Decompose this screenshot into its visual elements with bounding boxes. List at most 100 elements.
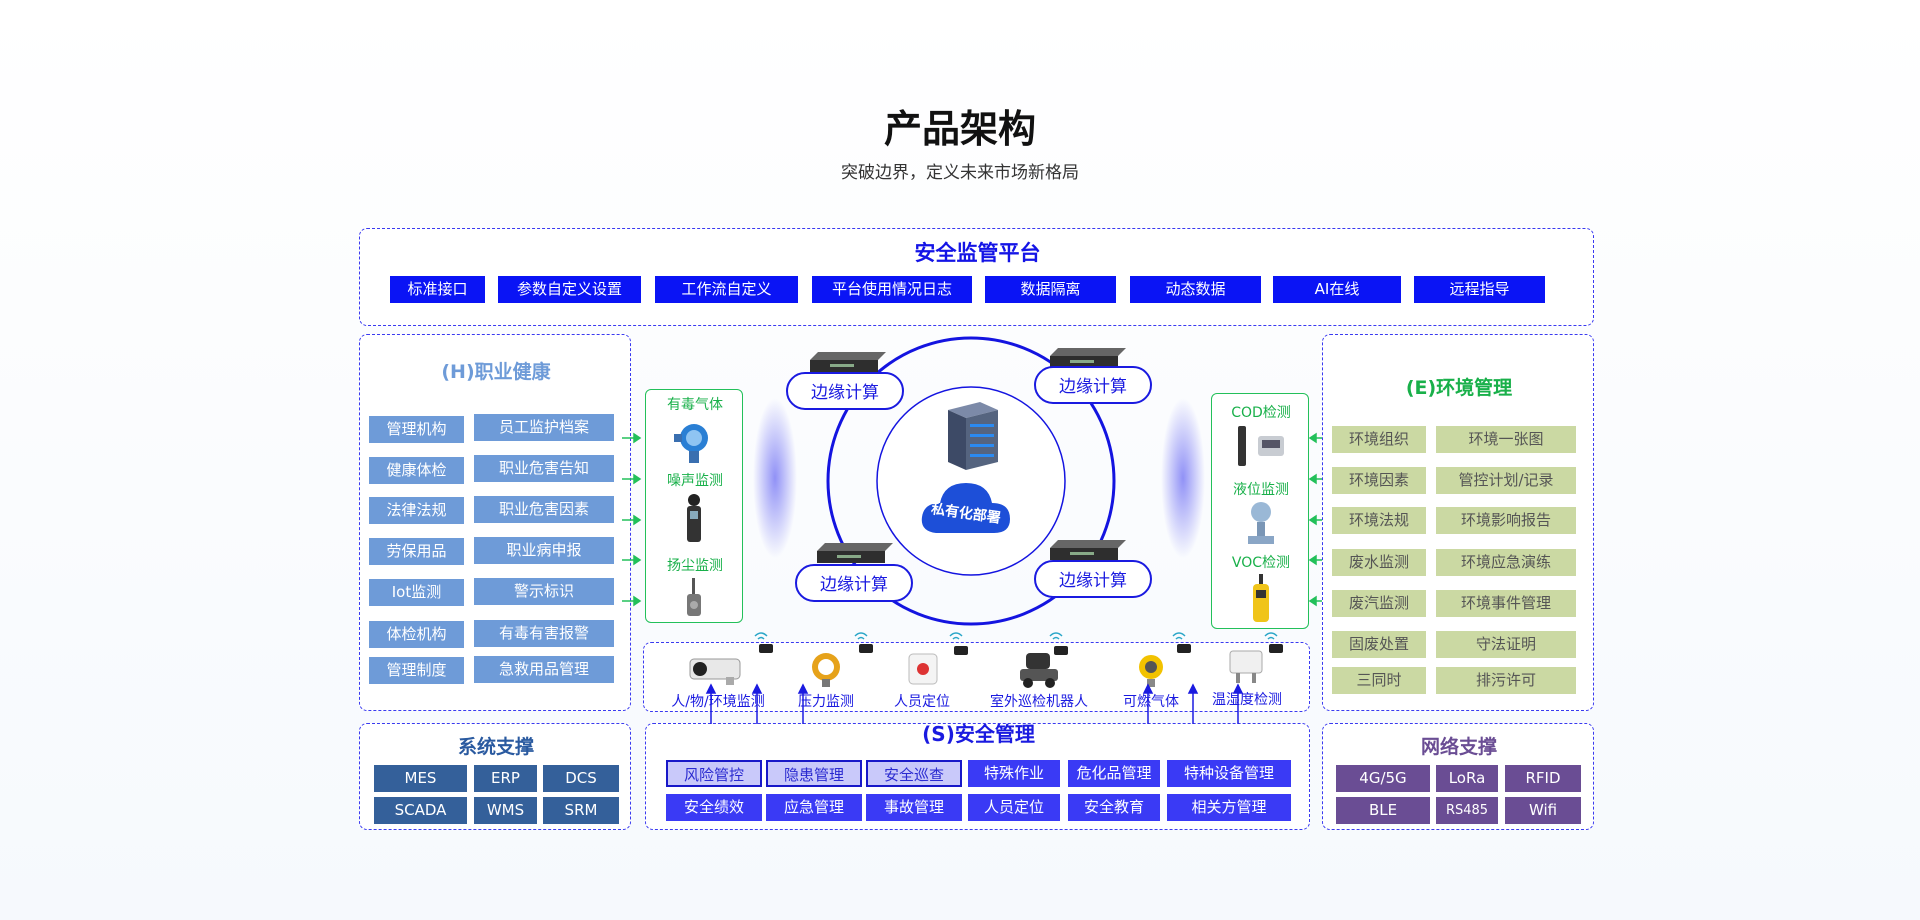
env-right-0[interactable]: 环境一张图	[1436, 426, 1576, 453]
sensor-label-level: 液位监测	[1233, 482, 1289, 498]
env-title: (E)环境管理	[1405, 377, 1513, 399]
env-right-5[interactable]: 守法证明	[1436, 631, 1576, 658]
edge-compute-label-4: 边缘计算	[1034, 560, 1152, 598]
health-right-1[interactable]: 职业危害告知	[474, 455, 614, 482]
health-right-4[interactable]: 警示标识	[474, 578, 614, 605]
network-item-lora[interactable]: LoRa	[1436, 765, 1498, 792]
env-left-6[interactable]: 三同时	[1332, 667, 1426, 694]
network-item-wifi[interactable]: Wifi	[1505, 797, 1581, 824]
health-right-0[interactable]: 员工监护档案	[474, 414, 614, 441]
platform-item-1[interactable]: 参数自定义设置	[498, 276, 641, 303]
sensor-label-noise: 噪声监测	[667, 473, 723, 489]
cloud-icon	[921, 483, 1010, 533]
robot-icon	[1020, 653, 1058, 688]
health-left-0[interactable]: 管理机构	[369, 416, 464, 443]
health-left-1[interactable]: 健康体检	[369, 457, 464, 484]
env-right-6[interactable]: 排污许可	[1436, 667, 1576, 694]
env-panel: (E)环境管理 环境组织 环境因素 环境法规 废水监测 废汽监测 固废处置 三同…	[1322, 334, 1594, 711]
wifi-sensor-icons	[754, 632, 1283, 655]
safety-row2-1[interactable]: 应急管理	[766, 794, 862, 821]
platform-item-6[interactable]: AI在线	[1273, 276, 1401, 303]
safety-row2-4[interactable]: 安全教育	[1068, 794, 1160, 821]
noise-meter-icon	[687, 494, 701, 542]
health-left-3[interactable]: 劳保用品	[369, 538, 464, 565]
system-item-dcs[interactable]: DCS	[543, 765, 619, 792]
env-left-1[interactable]: 环境因素	[1332, 467, 1426, 494]
system-title: 系统支撑	[457, 736, 534, 758]
env-left-5[interactable]: 固废处置	[1332, 631, 1426, 658]
device-strip: 人/物/环境监测 压力监测 人员定位 室外巡检机器人 可燃气体 温湿度检测	[643, 642, 1310, 712]
safety-row1-0[interactable]: 风险管控	[666, 760, 762, 787]
env-left-0[interactable]: 环境组织	[1332, 426, 1426, 453]
env-left-4[interactable]: 废汽监测	[1332, 590, 1426, 617]
platform-item-0[interactable]: 标准接口	[390, 276, 485, 303]
health-left-6[interactable]: 管理制度	[369, 657, 464, 684]
safety-row1-5[interactable]: 特种设备管理	[1167, 760, 1291, 787]
safety-row1-3[interactable]: 特殊作业	[968, 760, 1060, 787]
server-icon	[948, 402, 998, 470]
page-subtitle: 突破边界，定义未来市场新格局	[841, 163, 1079, 183]
network-item-rs485[interactable]: RS485	[1436, 797, 1498, 824]
health-left-5[interactable]: 体检机构	[369, 621, 464, 648]
edge-compute-label-2: 边缘计算	[1034, 366, 1152, 404]
safety-row2-3[interactable]: 人员定位	[968, 794, 1060, 821]
device-label-flammable-gas: 可燃气体	[1123, 694, 1179, 710]
platform-item-2[interactable]: 工作流自定义	[655, 276, 798, 303]
system-panel: 系统支撑 MES ERP DCS SCADA WMS SRM	[359, 723, 631, 830]
network-title: 网络支撑	[1420, 736, 1497, 758]
system-item-erp[interactable]: ERP	[474, 765, 537, 792]
center-diagram	[753, 336, 1205, 626]
health-panel: (H)职业健康 管理机构 健康体检 法律法规 劳保用品 Iot监测 体检机构 管…	[359, 334, 631, 711]
safety-row2-0[interactable]: 安全绩效	[666, 794, 762, 821]
sensor-panel-right: COD检测 液位监测 VOC检测	[1211, 393, 1309, 629]
camera-icon	[689, 658, 741, 685]
env-right-2[interactable]: 环境影响报告	[1436, 507, 1576, 534]
platform-item-3[interactable]: 平台使用情况日志	[812, 276, 972, 303]
platform-item-4[interactable]: 数据隔离	[985, 276, 1116, 303]
health-arrows	[622, 432, 642, 607]
safety-row1-1[interactable]: 隐患管理	[766, 760, 862, 787]
system-item-wms[interactable]: WMS	[474, 797, 537, 824]
env-right-3[interactable]: 环境应急演练	[1436, 549, 1576, 576]
device-label-pressure: 压力监测	[798, 694, 854, 710]
system-item-srm[interactable]: SRM	[543, 797, 619, 824]
health-right-5[interactable]: 有毒有害报警	[474, 620, 614, 647]
sensor-label-dust: 扬尘监测	[667, 558, 723, 574]
safety-up-arrows	[705, 683, 1244, 724]
env-left-2[interactable]: 环境法规	[1332, 507, 1426, 534]
env-right-4[interactable]: 环境事件管理	[1436, 590, 1576, 617]
sensor-panel-left: 有毒气体 噪声监测 扬尘监测	[645, 389, 743, 623]
health-right-2[interactable]: 职业危害因素	[474, 496, 614, 523]
network-item-4g5g[interactable]: 4G/5G	[1336, 765, 1430, 792]
health-right-6[interactable]: 急救用品管理	[474, 656, 614, 683]
sensor-label-toxic-gas: 有毒气体	[667, 397, 723, 413]
health-right-3[interactable]: 职业病申报	[474, 537, 614, 564]
device-label-locator: 人员定位	[894, 694, 950, 710]
device-label-robot: 室外巡检机器人	[990, 694, 1088, 710]
safety-row1-4[interactable]: 危化品管理	[1068, 760, 1160, 787]
health-left-4[interactable]: Iot监测	[369, 579, 464, 606]
system-item-scada[interactable]: SCADA	[374, 797, 467, 824]
safety-panel: (S)安全管理 风险管控 隐患管理 安全巡查 特殊作业 危化品管理 特种设备管理…	[645, 683, 1310, 830]
gas-detector-icon	[1139, 655, 1163, 687]
env-right-1[interactable]: 管控计划/记录	[1436, 467, 1576, 494]
health-left-2[interactable]: 法律法规	[369, 497, 464, 524]
health-title: (H)职业健康	[441, 361, 551, 383]
device-label-humidity: 温湿度检测	[1212, 692, 1282, 708]
voc-detector-icon	[1253, 574, 1269, 622]
env-left-3[interactable]: 废水监测	[1332, 549, 1426, 576]
edge-compute-label-3: 边缘计算	[795, 564, 913, 602]
system-item-mes[interactable]: MES	[374, 765, 467, 792]
platform-item-7[interactable]: 远程指导	[1414, 276, 1545, 303]
safety-row2-5[interactable]: 相关方管理	[1167, 794, 1291, 821]
dust-sensor-icon	[687, 578, 701, 616]
platform-title: 安全监管平台	[914, 241, 1041, 265]
network-item-ble[interactable]: BLE	[1336, 797, 1430, 824]
network-item-rfid[interactable]: RFID	[1505, 765, 1581, 792]
platform-item-5[interactable]: 动态数据	[1130, 276, 1261, 303]
safety-row1-2[interactable]: 安全巡查	[866, 760, 962, 787]
safety-row2-2[interactable]: 事故管理	[866, 794, 962, 821]
edge-device-icon	[1050, 540, 1126, 560]
level-sensor-icon	[1248, 502, 1274, 544]
platform-panel: 安全监管平台 标准接口 参数自定义设置 工作流自定义 平台使用情况日志 数据隔离…	[359, 228, 1594, 326]
